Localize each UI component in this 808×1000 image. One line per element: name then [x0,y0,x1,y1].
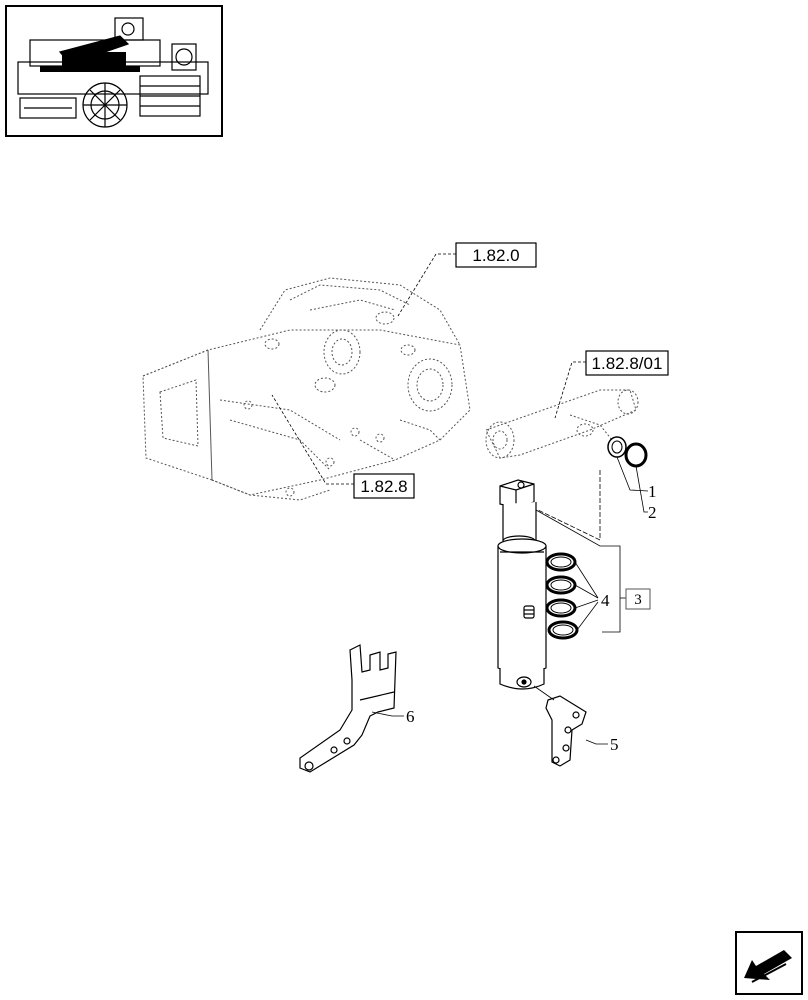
lift-arm-outline [485,389,639,459]
ring-item-2 [624,442,648,468]
callout-6: 6 [406,707,415,726]
callout-4: 4 [601,591,610,610]
callout-3-box: 3 [625,588,651,610]
bracket-item-5 [545,695,587,767]
callout-2: 2 [648,503,657,522]
callout-5: 5 [610,735,619,754]
lift-cylinder [497,479,547,690]
o-ring-set-item-4 [545,552,579,640]
transmission-housing-outline [142,277,471,501]
reference-label-lift-arm: 1.82.8/01 [592,354,663,373]
leader-lines [271,253,649,745]
next-page-arrow-icon[interactable] [735,931,803,995]
reference-label-shaft-group: 1.82.8 [360,477,407,496]
reference-box-shaft-group[interactable]: 1.82.8 [353,473,415,499]
callout-1: 1 [648,482,657,501]
reference-box-housing[interactable]: 1.82.0 [455,242,537,268]
bracket-item-6 [299,644,397,773]
reference-label-housing: 1.82.0 [472,246,519,265]
callout-3: 3 [634,592,642,608]
reference-box-lift-arm[interactable]: 1.82.8/01 [585,350,669,376]
tractor-assembly-thumbnail [5,5,223,137]
ring-item-1 [607,436,627,458]
